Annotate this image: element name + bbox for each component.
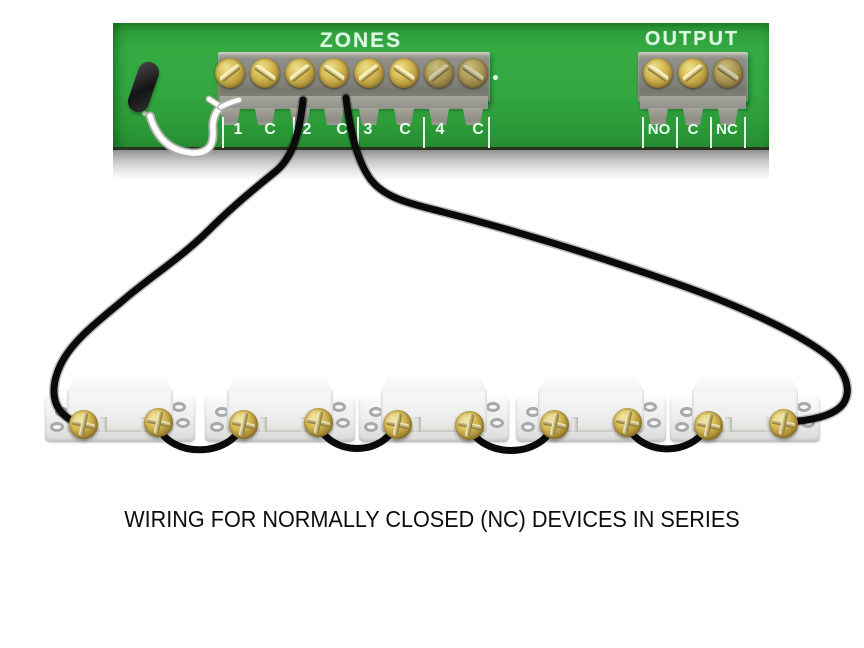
mounting-hole	[797, 402, 811, 412]
mounting-hole	[675, 422, 689, 432]
terminal-screw	[458, 58, 488, 88]
mounting-hole	[210, 422, 224, 432]
diagram-caption: WIRING FOR NORMALLY CLOSED (NC) DEVICES …	[124, 506, 740, 532]
output-label: C	[687, 121, 699, 138]
output-label: NC	[716, 121, 738, 138]
zone-label: C	[336, 121, 348, 138]
mounting-hole	[172, 402, 186, 412]
output-title: OUTPUT	[644, 28, 740, 50]
device-screw-terminal	[694, 411, 723, 440]
terminal-screw	[678, 58, 708, 88]
device-screw-terminal	[383, 410, 412, 439]
device-screw-terminal	[144, 408, 173, 437]
zone-label: C	[399, 121, 411, 138]
contact-device	[359, 375, 509, 445]
component-pin	[150, 114, 155, 119]
terminal-screw	[643, 58, 673, 88]
terminal-screw	[713, 58, 743, 88]
terminal-screw	[285, 58, 315, 88]
contact-device	[205, 375, 355, 445]
alarm-panel-board: ZONES OUTPUT 1 C 2 C	[113, 23, 769, 181]
device-screw-terminal	[540, 410, 569, 439]
terminal-screw	[424, 58, 454, 88]
chassis-fade	[113, 172, 769, 181]
terminal-screw	[354, 58, 384, 88]
zone-label: 1	[233, 121, 243, 138]
mounting-hole	[50, 422, 64, 432]
device-screw-terminal	[69, 410, 98, 439]
mounting-hole	[647, 418, 661, 428]
component-pin	[142, 111, 147, 116]
zone-label: 4	[435, 121, 445, 138]
device-screw-terminal	[304, 408, 333, 437]
zone-label: 3	[363, 121, 373, 138]
terminal-screw	[389, 58, 419, 88]
device-screw-terminal	[769, 409, 798, 438]
output-label: NO	[647, 121, 671, 138]
zone-label: 2	[302, 121, 312, 138]
chassis-edge	[113, 150, 769, 172]
mounting-hole	[336, 418, 350, 428]
zones-terminal-lip	[220, 96, 488, 109]
mounting-hole	[364, 422, 378, 432]
terminal-screw	[319, 58, 349, 88]
contact-device	[516, 375, 666, 445]
device-screw-terminal	[229, 410, 258, 439]
zone-label: C	[264, 121, 276, 138]
zone-label: C	[472, 121, 484, 138]
zones-title: ZONES	[319, 29, 403, 52]
output-terminal-lip	[640, 96, 746, 109]
device-screw-terminal	[613, 408, 642, 437]
terminal-screw	[215, 58, 245, 88]
mounting-hole	[801, 418, 815, 428]
mounting-hole	[490, 418, 504, 428]
mounting-hole	[643, 402, 657, 412]
mounting-hole	[176, 418, 190, 428]
device-screw-terminal	[455, 411, 484, 440]
pcb-dot	[493, 75, 498, 80]
mounting-hole	[332, 402, 346, 412]
contact-device	[670, 375, 820, 445]
contact-device	[45, 375, 195, 445]
mounting-hole	[521, 422, 535, 432]
mounting-hole	[486, 402, 500, 412]
terminal-screw	[250, 58, 280, 88]
